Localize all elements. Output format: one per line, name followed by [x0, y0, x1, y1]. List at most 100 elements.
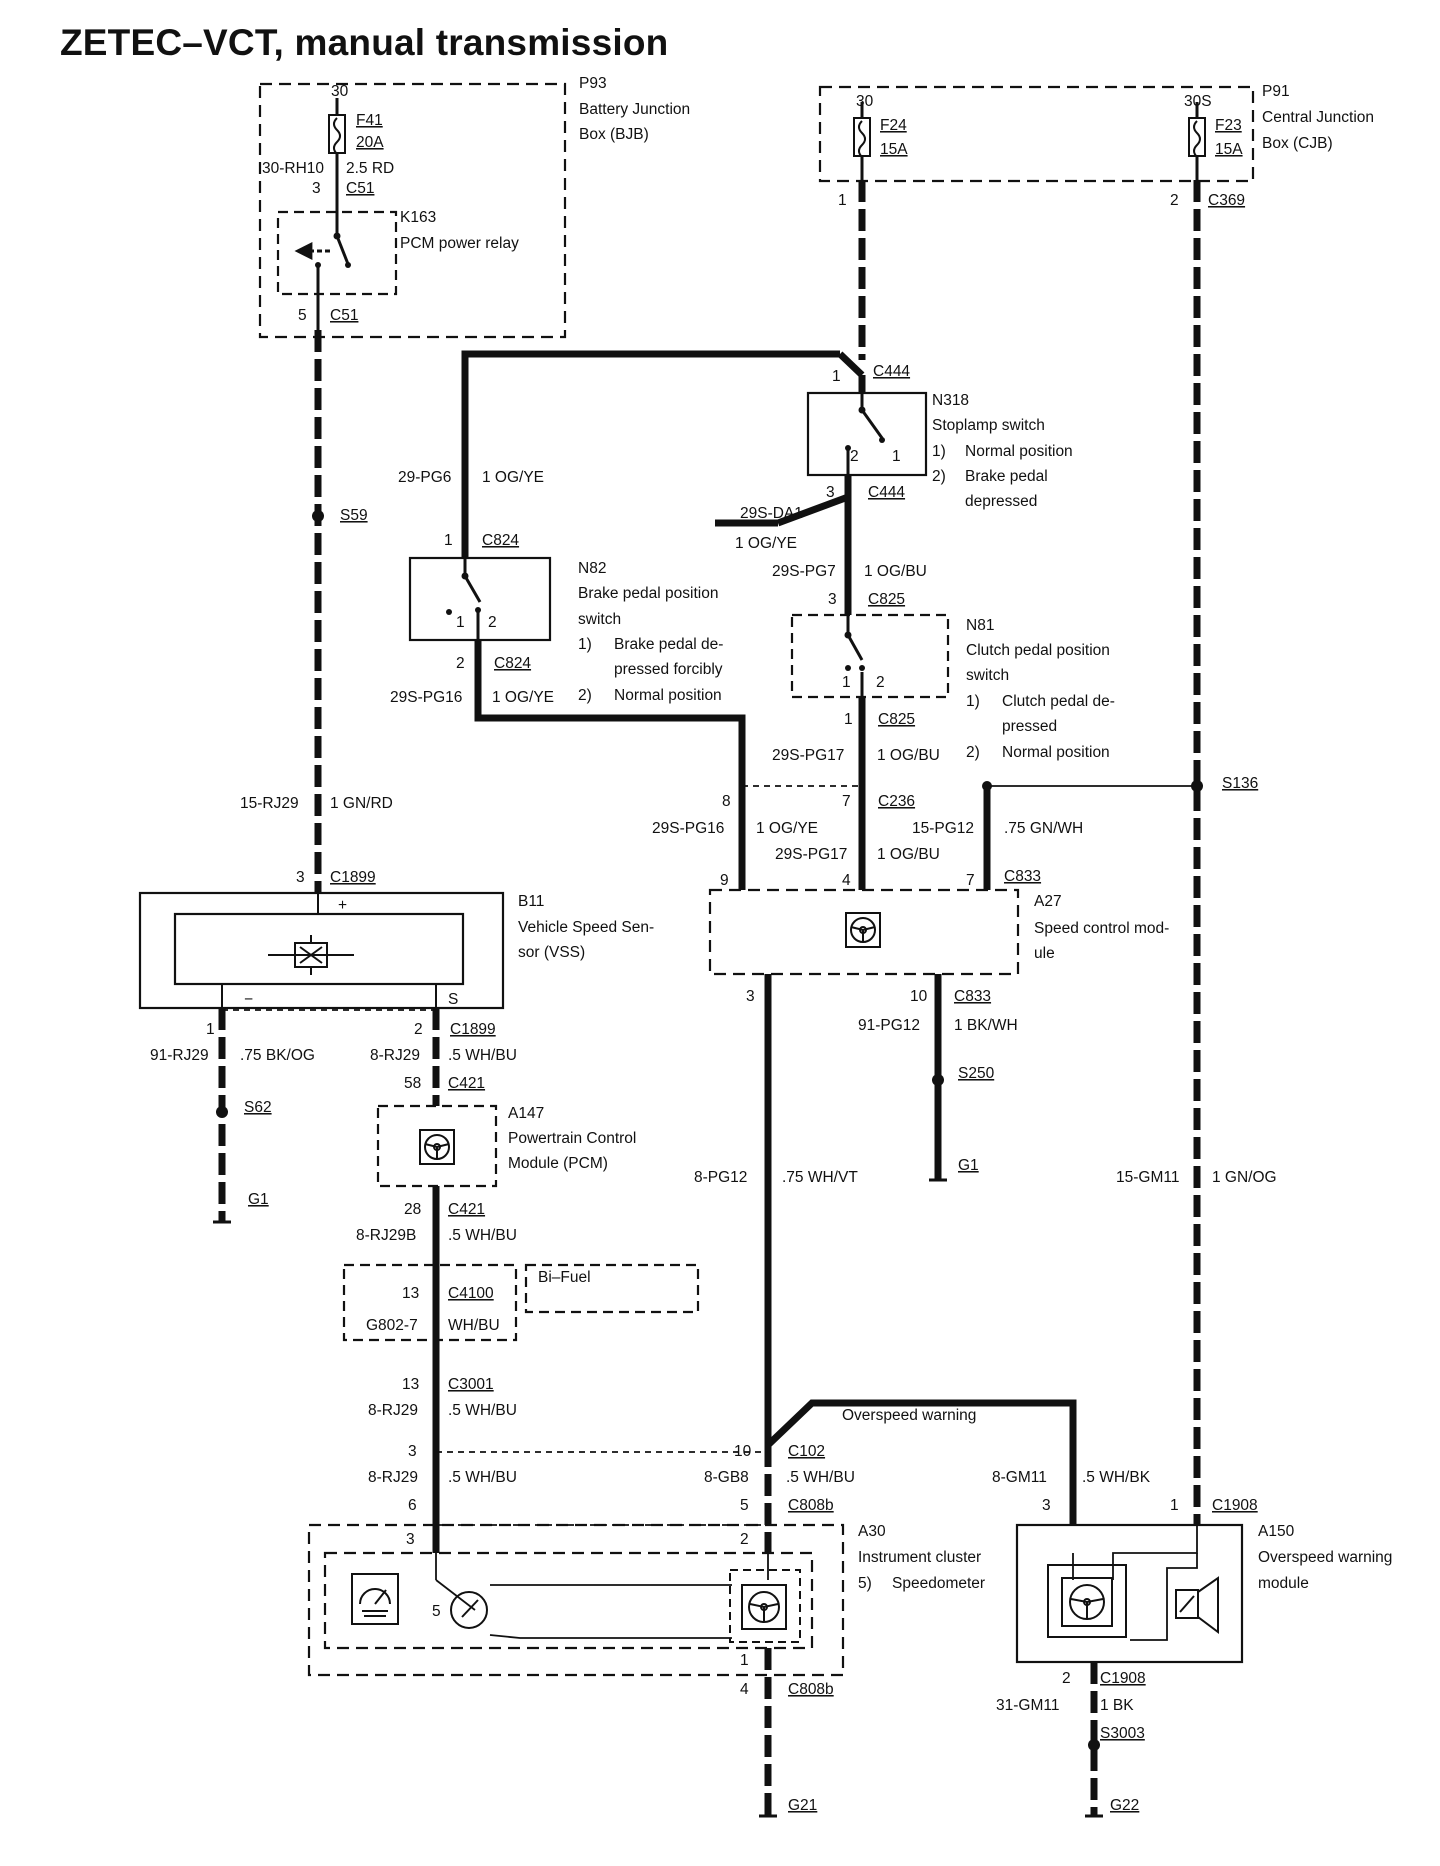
- bifuel-label-box: [524, 1263, 700, 1314]
- n81-switch-box: [790, 613, 950, 699]
- b11-desc-1: Vehicle Speed Sen-: [518, 919, 654, 936]
- pin-label: 1: [832, 368, 841, 385]
- fuse-f41-id: F41: [356, 112, 383, 129]
- wire-circuit: 91-PG12: [858, 1017, 920, 1034]
- wire-29-pg6: [461, 350, 840, 558]
- n318-desc: Stoplamp switch: [932, 417, 1045, 434]
- connector-c421: C421: [448, 1075, 485, 1092]
- pin-label: 3: [312, 180, 321, 197]
- c4100-bifuel-box: [342, 1263, 518, 1342]
- wire-spec: 1 OG/YE: [492, 689, 554, 706]
- connector-c1908: C1908: [1212, 1497, 1258, 1514]
- pin-label: 6: [408, 1497, 417, 1514]
- n82-note: pressed forcibly: [614, 661, 723, 678]
- fuse-f23-icon: [1188, 117, 1206, 157]
- wire-circuit: 8-GM11: [992, 1469, 1047, 1486]
- wire-circuit: 30-RH10: [262, 160, 324, 177]
- wire-circuit: 29S-PG16: [390, 689, 462, 706]
- wire-circuit: 91-RJ29: [150, 1047, 209, 1064]
- wire-circuit: 29S-PG17: [775, 846, 847, 863]
- wire-circuit: 15-PG12: [912, 820, 974, 837]
- p91-desc-2: Box (CJB): [1262, 135, 1333, 152]
- wire-spec: 1 GN/OG: [1212, 1169, 1277, 1186]
- pin-label: 5: [432, 1603, 441, 1620]
- a150-module-icon: [1047, 1564, 1127, 1638]
- ground-g1: G1: [958, 1157, 979, 1174]
- wire-circuit: 31-GM11: [996, 1697, 1059, 1714]
- pin-label: 9: [720, 872, 729, 889]
- wire-spec: .5 WH/BU: [448, 1227, 517, 1244]
- b11-desc-2: sor (VSS): [518, 944, 585, 961]
- pin-label: 3: [828, 591, 837, 608]
- connector-c833: C833: [1004, 868, 1041, 885]
- n82-desc-2: switch: [578, 611, 621, 628]
- n81-note-num: 1): [966, 693, 980, 710]
- pin-label: 3: [296, 869, 305, 886]
- ground-g21: G21: [788, 1797, 817, 1814]
- wire-circuit: 29S-PG17: [772, 747, 844, 764]
- wire-29s-da1: [776, 493, 850, 527]
- a27-ref: A27: [1034, 893, 1062, 910]
- ground-g1: G1: [248, 1191, 269, 1208]
- wire-spec: 1 BK: [1100, 1697, 1134, 1714]
- a150-desc-2: module: [1258, 1575, 1309, 1592]
- k163-desc: PCM power relay: [400, 235, 519, 252]
- n82-note: Brake pedal de-: [614, 636, 723, 653]
- pin-label: 1: [838, 192, 847, 209]
- n318-switch-box: [806, 391, 928, 477]
- pin-label: 13: [402, 1376, 419, 1393]
- wire-spec: 1 OG/BU: [877, 747, 940, 764]
- n81-note: pressed: [1002, 718, 1057, 735]
- pin-label: 1: [206, 1021, 215, 1038]
- pin-label: 2: [850, 448, 859, 465]
- connector-c825: C825: [878, 711, 915, 728]
- wire-circuit: 15-GM11: [1116, 1169, 1179, 1186]
- splice-s136: S136: [1222, 775, 1258, 792]
- a147-pcm-icon: [419, 1129, 455, 1165]
- pin-label: 2: [1170, 192, 1179, 209]
- n318-note: depressed: [965, 493, 1037, 510]
- wire-29s-pg16: [474, 640, 746, 890]
- wire-spec: .75 BK/OG: [240, 1047, 315, 1064]
- wire-circuit: 8-GB8: [704, 1469, 749, 1486]
- connector-c824: C824: [494, 655, 531, 672]
- pin-label: 1: [1170, 1497, 1179, 1514]
- fuse-f23-id: F23: [1215, 117, 1242, 134]
- wire-spec: 1 OG/YE: [735, 535, 797, 552]
- pin-label: 3: [408, 1443, 417, 1460]
- fuse-f24-id: F24: [880, 117, 907, 134]
- p93-ref: P93: [579, 75, 607, 92]
- pin-label: 2: [414, 1021, 423, 1038]
- pin-label: 1: [456, 614, 465, 631]
- connector-c1899: C1899: [330, 869, 376, 886]
- splice-s59-dot: [312, 510, 324, 522]
- a147-ref: A147: [508, 1105, 544, 1122]
- connector-c808b: C808b: [788, 1497, 834, 1514]
- a147-desc-2: Module (PCM): [508, 1155, 608, 1172]
- pin-label: 2: [740, 1531, 749, 1548]
- splice-s62-dot: [216, 1106, 228, 1118]
- buzzer-icon: [1175, 1576, 1219, 1634]
- a150-module-box: [1015, 1523, 1244, 1664]
- splice-s250-dot: [932, 1074, 944, 1086]
- pin-label: 3: [826, 484, 835, 501]
- pin-label: 30: [856, 93, 874, 110]
- wire-spec: .5 WH/BU: [786, 1469, 855, 1486]
- splice-s136-dot: [1191, 780, 1203, 792]
- wire-circuit: G802-7: [366, 1317, 418, 1334]
- splice-s3003: S3003: [1100, 1725, 1145, 1742]
- pin-label: 10: [734, 1443, 752, 1460]
- a27-desc-2: ule: [1034, 945, 1055, 962]
- a27-desc-1: Speed control mod-: [1034, 920, 1169, 937]
- connector-c833: C833: [954, 988, 991, 1005]
- connector-c444: C444: [873, 363, 910, 380]
- splice-s3003-dot: [1088, 1739, 1100, 1751]
- a147-desc-1: Powertrain Control: [508, 1130, 636, 1147]
- n82-note-num: 2): [578, 687, 592, 704]
- wire-spec: 1 OG/BU: [877, 846, 940, 863]
- wire-spec: 1 OG/YE: [756, 820, 818, 837]
- overspeed-warning-label: Overspeed warning: [842, 1407, 976, 1424]
- pin-label: 3: [1042, 1497, 1051, 1514]
- n81-desc-2: switch: [966, 667, 1009, 684]
- fuse-f41-icon: [328, 114, 346, 154]
